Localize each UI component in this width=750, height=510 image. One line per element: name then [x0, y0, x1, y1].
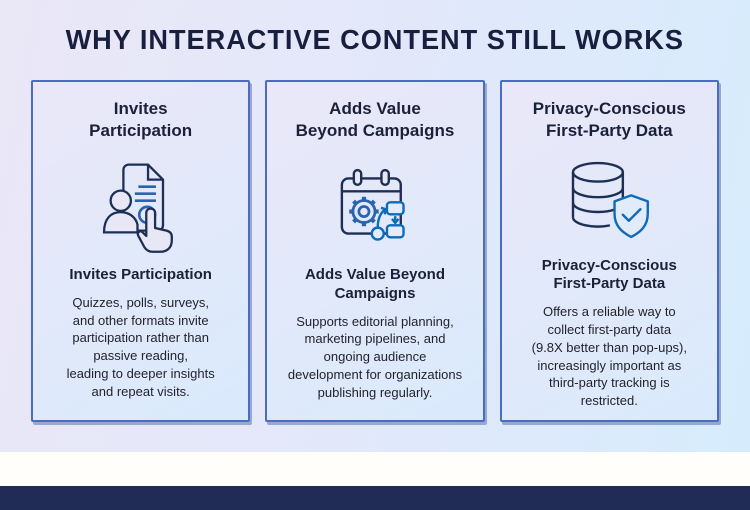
card-body-text: Supports editorial planning, marketing p… [287, 313, 463, 400]
footer-accent-bar [0, 486, 750, 510]
card-body-text: Offers a reliable way to collect first-p… [531, 304, 687, 409]
card-top-title: Adds Value Beyond Campaigns [295, 99, 455, 141]
card-top-title: Invites Participation [89, 99, 193, 141]
database-shield-icon [561, 151, 657, 249]
header: WHY INTERACTIVE CONTENT STILL WORKS [0, 0, 750, 80]
card-invites-participation: Invites Participation [31, 80, 251, 422]
card-mid-title: Adds Value Beyond Campaigns [304, 266, 446, 302]
card-mid-title: Invites Participation [69, 266, 212, 283]
document-click-icon [97, 154, 185, 258]
card-body-text: Quizzes, polls, surveys, and other forma… [66, 294, 215, 399]
card-top-title: Privacy-Conscious First-Party Data [532, 99, 686, 141]
card-row: Invites Participation [0, 80, 750, 422]
bottom-white-strip [0, 452, 750, 486]
card-first-party-data: Privacy-Conscious First-Party Data Priva… [499, 80, 719, 422]
card-adds-value: Adds Value Beyond Campaigns [265, 80, 485, 422]
page-title: WHY INTERACTIVE CONTENT STILL WORKS [65, 24, 685, 55]
card-mid-title: Privacy-Conscious First-Party Data [541, 256, 677, 293]
calendar-gear-icon [329, 154, 421, 258]
